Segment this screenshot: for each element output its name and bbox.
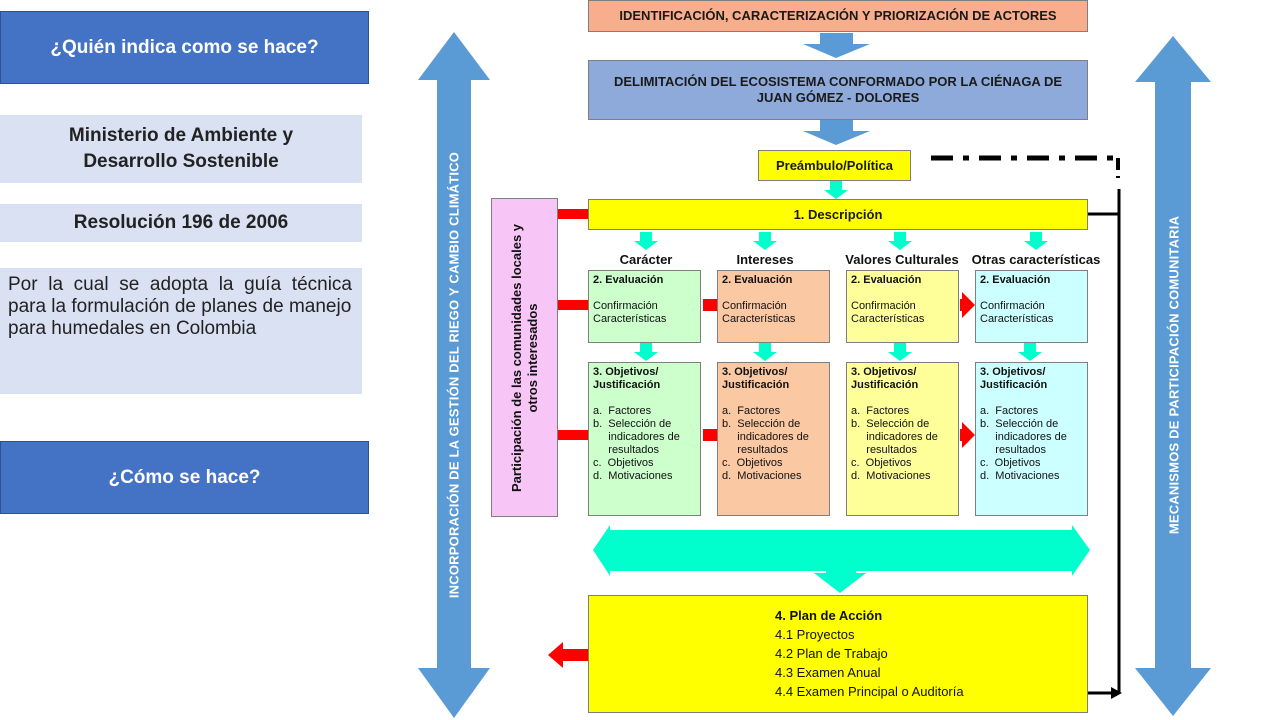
objectives-item: indicadores de <box>980 431 1067 443</box>
participation-text: Participación de las comunidades locales… <box>508 223 540 492</box>
column-heading: Carácter <box>619 252 673 267</box>
objectives-item: c. Objetivos <box>722 457 783 469</box>
risk-management-label: INCORPORACIÓN DE LA GESTIÓN DEL RIEGO Y … <box>446 151 462 599</box>
preamble-box: Preámbulo/Política <box>758 150 911 181</box>
objectives-item: resultados <box>593 444 660 456</box>
teal-arrow-preamble <box>824 181 848 199</box>
ministry-box: Ministerio de Ambiente y Desarrollo Sost… <box>0 115 362 183</box>
teal-double-arrow <box>593 525 1090 576</box>
objectives-card-intereses: 3. Objetivos/ Justificación a. Factores … <box>717 362 830 516</box>
objectives-title: 3. Objetivos/ <box>722 366 788 378</box>
objectives-item: b. Selección de <box>851 418 930 430</box>
preamble-text: Preámbulo/Política <box>775 157 894 173</box>
resolution-description: Por la cual se adopta la guía técnica pa… <box>0 268 362 394</box>
resolution-box: Resolución 196 de 2006 <box>0 204 362 242</box>
objectives-title: Justificación <box>980 379 1048 391</box>
who-question-banner: ¿Quién indica como se hace? <box>0 11 369 84</box>
evaluation-item: Confirmación <box>980 300 1045 312</box>
objectives-title: 3. Objetivos/ <box>851 366 917 378</box>
objectives-title: 3. Objetivos/ <box>593 366 659 378</box>
down-arrow-1 <box>803 33 870 58</box>
evaluation-title: 2. Evaluación <box>980 274 1051 286</box>
evaluation-card-valores: 2. Evaluación Confirmación Característic… <box>846 270 959 343</box>
objectives-title: Justificación <box>851 379 919 391</box>
action-plan-item: 4.1 Proyectos <box>775 627 855 642</box>
evaluation-title: 2. Evaluación <box>851 274 922 286</box>
objectives-item: d. Motivaciones <box>722 470 802 482</box>
evaluation-title: 2. Evaluación <box>593 274 664 286</box>
evaluation-item: Características <box>593 313 667 325</box>
objectives-item: c. Objetivos <box>851 457 912 469</box>
description-line: para humedales en Colombia <box>8 318 257 339</box>
evaluation-card-otras: 2. Evaluación Confirmación Característic… <box>975 270 1088 343</box>
objectives-card-otras: 3. Objetivos/ Justificación a. Factores … <box>975 362 1088 516</box>
objectives-item: indicadores de <box>851 431 938 443</box>
objectives-item: resultados <box>722 444 789 456</box>
column-heading: Intereses <box>736 252 794 267</box>
evaluation-title: 2. Evaluación <box>722 274 793 286</box>
participation-box: Participación de las comunidades locales… <box>491 198 558 517</box>
evaluation-card-intereses: 2. Evaluación Confirmación Característic… <box>717 270 830 343</box>
objectives-title: 3. Objetivos/ <box>980 366 1046 378</box>
right-double-arrow <box>1135 36 1211 716</box>
objectives-item: c. Objetivos <box>980 457 1041 469</box>
resolution-text: Resolución 196 de 2006 <box>73 212 289 233</box>
teal-arrows-row2 <box>634 343 1042 361</box>
description-box: 1. Descripción <box>588 199 1088 230</box>
objectives-title: Justificación <box>722 379 790 391</box>
who-question-text: ¿Quién indica como se hace? <box>50 36 319 58</box>
action-plan-item: 4.2 Plan de Trabajo <box>775 646 888 661</box>
objectives-item: indicadores de <box>593 431 680 443</box>
evaluation-item: Confirmación <box>593 300 658 312</box>
action-plan-box: 4. Plan de Acción 4.1 Proyectos 4.2 Plan… <box>588 595 1088 713</box>
evaluation-card-caracter: 2. Evaluación Confirmación Característic… <box>588 270 701 343</box>
column-heading: Otras características <box>971 252 1101 267</box>
objectives-item: d. Motivaciones <box>980 470 1060 482</box>
action-plan-item: 4.3 Examen Anual <box>775 665 881 680</box>
identification-text: IDENTIFICACIÓN, CARACTERIZACIÓN Y PRIORI… <box>619 8 1057 23</box>
evaluation-item: Confirmación <box>851 300 916 312</box>
objectives-item: indicadores de <box>722 431 809 443</box>
objectives-title: Justificación <box>593 379 661 391</box>
teal-arrows-row1 <box>634 232 1048 250</box>
objectives-item: d. Motivaciones <box>593 470 673 482</box>
identification-step: IDENTIFICACIÓN, CARACTERIZACIÓN Y PRIORI… <box>588 0 1088 32</box>
how-question-banner: ¿Cómo se hace? <box>0 441 369 514</box>
evaluation-item: Características <box>851 313 925 325</box>
objectives-item: a. Factores <box>851 405 910 417</box>
evaluation-item: Características <box>980 313 1054 325</box>
delimitation-step: DELIMITACIÓN DEL ECOSISTEMA CONFORMADO P… <box>588 60 1088 120</box>
left-double-arrow <box>418 32 490 718</box>
objectives-item: b. Selección de <box>722 418 801 430</box>
objectives-item: a. Factores <box>980 405 1039 417</box>
down-arrow-2 <box>803 120 870 145</box>
action-plan-item: 4.4 Examen Principal o Auditoría <box>775 684 964 699</box>
objectives-card-valores: 3. Objetivos/ Justificación a. Factores … <box>846 362 959 516</box>
evaluation-item: Características <box>722 313 796 325</box>
objectives-item: a. Factores <box>593 405 652 417</box>
objectives-item: resultados <box>851 444 918 456</box>
objectives-item: b. Selección de <box>593 418 672 430</box>
objectives-item: d. Motivaciones <box>851 470 931 482</box>
teal-down-arrow <box>814 560 866 593</box>
objectives-item: b. Selección de <box>980 418 1059 430</box>
action-plan-title: 4. Plan de Acción <box>775 608 883 623</box>
delimitation-text: DELIMITACIÓN DEL ECOSISTEMA CONFORMADO P… <box>613 74 1063 105</box>
community-participation-label: MECANISMOS DE PARTICIPACIÓN COMUNITARIA <box>1166 215 1182 535</box>
objectives-item: c. Objetivos <box>593 457 654 469</box>
objectives-card-caracter: 3. Objetivos/ Justificación a. Factores … <box>588 362 701 516</box>
ministry-text: Ministerio de Ambiente y Desarrollo Sost… <box>68 125 294 172</box>
description-text: 1. Descripción <box>793 206 883 222</box>
how-question-text: ¿Cómo se hace? <box>108 466 261 488</box>
evaluation-item: Confirmación <box>722 300 787 312</box>
objectives-item: resultados <box>980 444 1047 456</box>
description-line: Por la cual se adopta la guía técnica pa… <box>8 274 352 317</box>
objectives-item: a. Factores <box>722 405 781 417</box>
column-heading: Valores Culturales <box>845 252 959 267</box>
